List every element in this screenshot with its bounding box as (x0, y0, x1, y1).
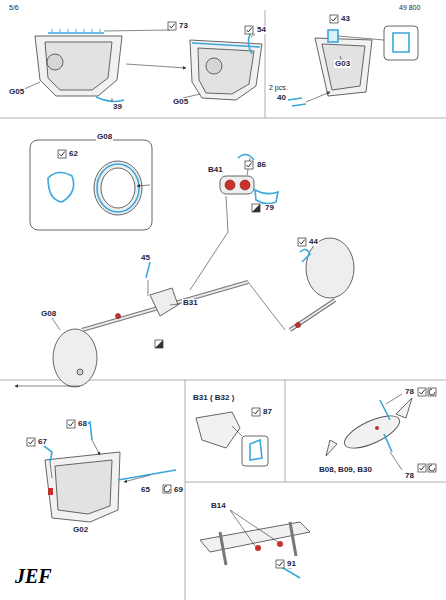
page-number: 5/6 (8, 4, 20, 11)
callout-number: 78 (404, 472, 415, 480)
callout-number: 44 (308, 238, 319, 246)
part-name: G05 (8, 88, 25, 96)
quantity-note: 2 pcs. (268, 84, 289, 91)
callout-number: 39 (112, 103, 123, 111)
part-name: B14 (210, 502, 227, 510)
part-name: B08, B09, B30 (318, 466, 373, 474)
callout-number: 68 (77, 420, 88, 428)
part-name: G03 (334, 60, 351, 68)
callout-number: 79 (264, 204, 275, 212)
part-name: G05 (172, 98, 189, 106)
callout-number: 43 (340, 15, 351, 23)
callout-number: 67 (37, 438, 48, 446)
callout-number: 65 (140, 486, 151, 494)
callout-number: 45 (140, 254, 151, 262)
callout-number: 91 (286, 560, 297, 568)
callout-number: 73 (178, 22, 189, 30)
callout-number: 62 (68, 150, 79, 158)
sheet-number: 49 800 (398, 4, 421, 11)
callout-number: 54 (256, 26, 267, 34)
callout-number: 78 (404, 388, 415, 396)
watermark: JEF (14, 566, 53, 586)
part-name: B31 (182, 299, 199, 307)
part-name: G02 (72, 526, 89, 534)
callout-number: 69 (173, 486, 184, 494)
callout-number: 86 (256, 161, 267, 169)
callout-number: 87 (262, 408, 273, 416)
part-name: B41 (207, 166, 224, 174)
part-name: G08 (96, 133, 113, 141)
callout-number: 40 (276, 94, 287, 102)
part-name: G08 (40, 310, 57, 318)
part-name: B31 ( B32 ) (192, 394, 235, 402)
